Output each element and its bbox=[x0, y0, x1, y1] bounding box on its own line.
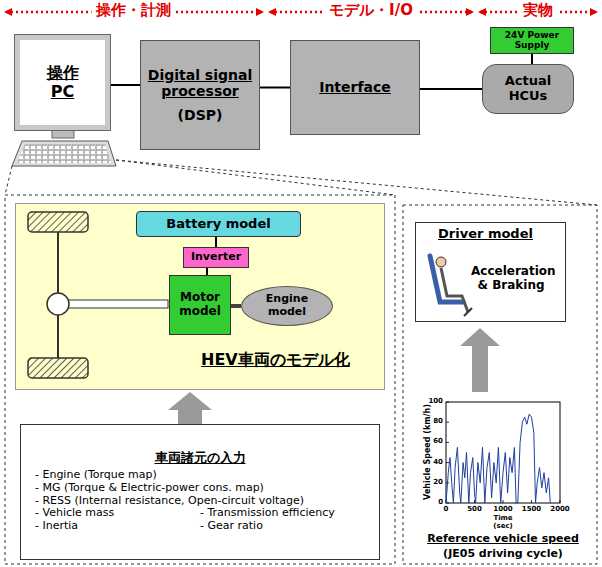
keyboard bbox=[12, 141, 116, 166]
dashed-leader bbox=[5, 166, 12, 195]
dashed-panel bbox=[403, 205, 597, 564]
motor-box: Motor model bbox=[169, 275, 231, 335]
chart-caption: Reference vehicle speed bbox=[427, 533, 579, 545]
section-label: モデル・I/O bbox=[325, 2, 417, 19]
tick bbox=[531, 500, 532, 503]
dsp-box: Digital signal processor (DSP) bbox=[140, 40, 260, 150]
tick bbox=[446, 442, 449, 443]
node-text: Acceleration & Braking bbox=[471, 265, 551, 293]
connector-line bbox=[531, 54, 533, 64]
axis-title: Time bbox=[493, 515, 512, 523]
drive-shaft bbox=[68, 300, 168, 308]
node-title: Engine model bbox=[256, 293, 318, 318]
interface-box: Interface bbox=[290, 40, 420, 135]
node-text: (DSP) bbox=[178, 107, 223, 123]
node-title: Battery model bbox=[166, 217, 270, 232]
battery-box: Battery model bbox=[136, 211, 301, 237]
tick-label: 1500 bbox=[522, 506, 541, 514]
tick-label: 2000 bbox=[550, 506, 569, 514]
tick-label: 60 bbox=[433, 439, 443, 447]
dashed-leader bbox=[116, 160, 395, 195]
connector-line bbox=[231, 304, 241, 308]
node-text: - Inertia bbox=[35, 520, 78, 533]
engine-ellipse: Engine model bbox=[241, 286, 333, 326]
node-text: - RESS (Internal resistance, Open-circui… bbox=[35, 495, 304, 508]
node-title: 24V Power Supply bbox=[494, 31, 570, 50]
tick bbox=[446, 402, 449, 403]
tick-label: 80 bbox=[433, 418, 443, 426]
node-title: Motor model bbox=[170, 291, 230, 319]
node-title: 車両諸元の入力 bbox=[155, 451, 246, 466]
inverter-box: Inverter bbox=[183, 247, 249, 268]
wheel bbox=[28, 212, 88, 232]
tick bbox=[560, 500, 561, 503]
differential bbox=[47, 293, 69, 315]
tick-label: 1000 bbox=[493, 506, 512, 514]
dashed-panel bbox=[5, 195, 395, 564]
panel-fill bbox=[15, 203, 385, 390]
section-label: 操作・計測 bbox=[92, 2, 175, 19]
node-title: Actual HCUs bbox=[493, 74, 563, 104]
tick-label: 100 bbox=[428, 398, 443, 406]
node-text: - MG (Torque & Electric-power cons. map) bbox=[35, 482, 264, 495]
connector-line bbox=[260, 87, 290, 89]
connector-line bbox=[110, 84, 140, 86]
connector-line bbox=[420, 88, 482, 90]
axis-title: (sec) bbox=[493, 523, 512, 531]
monitor-stand bbox=[52, 130, 74, 138]
block-arrow bbox=[168, 392, 212, 426]
node-title: Interface bbox=[319, 79, 391, 95]
speed-trace bbox=[446, 414, 550, 503]
section-label: 実物 bbox=[519, 2, 557, 19]
tick-label: 20 bbox=[433, 479, 443, 487]
axis-title: Vehicle Speed (km/h) bbox=[424, 404, 433, 500]
node-title: 操作 PC bbox=[44, 64, 82, 101]
tick-label: 0 bbox=[444, 506, 449, 514]
dashed-leader bbox=[116, 160, 597, 205]
connector-line bbox=[206, 268, 208, 275]
chart-frame bbox=[446, 402, 560, 503]
node-title: Driver model bbox=[438, 227, 533, 242]
tick bbox=[446, 462, 449, 463]
node-text: - Transmission efficiency bbox=[200, 507, 335, 520]
tick bbox=[503, 500, 504, 503]
node-text: - Vehicle mass bbox=[35, 507, 114, 520]
input-arrow bbox=[460, 328, 500, 392]
chart-caption: (JE05 driving cycle) bbox=[443, 548, 563, 560]
node-text: - Engine (Torque map) bbox=[35, 469, 157, 482]
pc-monitor: 操作 PC bbox=[15, 35, 110, 130]
tick-label: 500 bbox=[467, 506, 482, 514]
node-title: Inverter bbox=[191, 251, 241, 264]
keyboard-keys bbox=[17, 144, 111, 163]
tick-label: 40 bbox=[433, 459, 443, 467]
driver-model-box: Driver modelAcceleration & Braking bbox=[415, 222, 566, 322]
spec-input-box: 車両諸元の入力 - Engine (Torque map)- MG (Torque… bbox=[20, 424, 380, 560]
node-title: HEV車両のモデル化 bbox=[201, 351, 350, 369]
driver-body bbox=[441, 268, 468, 312]
pedal bbox=[464, 308, 472, 316]
node-title: Digital signal processor bbox=[147, 67, 253, 99]
hcu-box: Actual HCUs bbox=[482, 64, 574, 114]
connector-line bbox=[215, 237, 217, 247]
driver-head bbox=[436, 257, 446, 267]
tick bbox=[446, 422, 449, 423]
power-supply-box: 24V Power Supply bbox=[490, 27, 574, 54]
node-text: - Gear ratio bbox=[200, 520, 263, 533]
tick-label: 0 bbox=[438, 499, 443, 507]
vehicle-model-panel: HEV車両のモデル化 Battery modelInverterMotor mod… bbox=[15, 203, 385, 390]
wheel bbox=[28, 358, 88, 378]
